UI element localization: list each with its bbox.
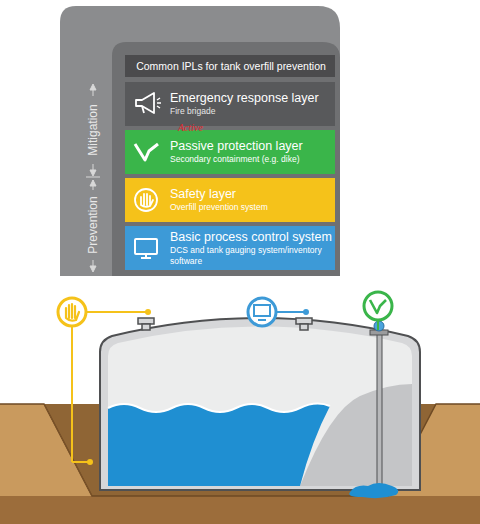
layer-title: Emergency response layer [170,91,329,106]
section-label: Mitigation [86,104,100,155]
v-icon [132,138,162,166]
callout-icons [58,292,392,326]
layer-title: Passive protection layer [170,139,329,154]
header-band: Common IPLs for tank overfill prevention [125,55,335,77]
layer-subtitle: Secondary containment (e.g. dike) [170,154,329,164]
layer-subtitle: DCS and tank gauging system/inventory so… [170,245,329,265]
layer-title: Common IPLs for tank overfill prevention [136,60,326,73]
callout-dots [87,309,309,465]
section-arrows [86,84,100,272]
inner-panel [112,42,340,276]
layer-band: Emergency response layerFire brigade [125,82,335,126]
section-label: Prevention [86,196,100,253]
monitor-icon [132,234,162,262]
storage-tank [100,318,420,490]
layer-title: Safety layer [170,187,329,202]
outer-panel [60,6,340,276]
megaphone-icon [132,90,162,118]
layer-subtitle: Fire brigade [170,106,329,116]
callout-leaders [72,312,378,462]
hand-icon [132,186,162,214]
layer-title: Basic process control system [170,230,329,245]
handwritten-correction: Active [178,122,203,133]
level-pole [349,321,398,498]
layer-subtitle: Overfill prevention system [170,202,329,212]
layer-band: Passive protection layerSecondary contai… [125,130,335,174]
